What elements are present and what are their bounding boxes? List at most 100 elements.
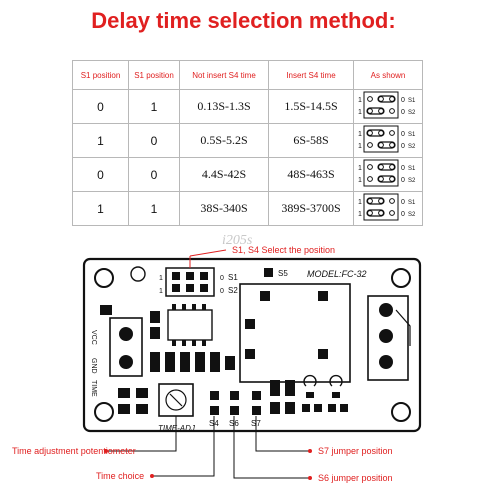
annotation-line xyxy=(106,416,177,452)
ic-pin xyxy=(202,340,206,346)
jumper-label-one: 1 xyxy=(358,109,362,116)
led-icon xyxy=(130,266,146,282)
label-s2: S2 xyxy=(228,286,238,295)
time-no-s4-cell: 0.5S-5.2S xyxy=(179,123,269,158)
smd-part xyxy=(340,404,348,412)
board-model: MODEL:FC-32 xyxy=(307,269,367,279)
jumper-pin xyxy=(389,108,395,114)
led-icon xyxy=(329,374,343,387)
annotation-time-choice: Time choice xyxy=(96,471,144,481)
label-zero: 0 xyxy=(220,288,224,295)
jumper-label-zero: 0 xyxy=(401,109,405,116)
ic-pin xyxy=(172,340,176,346)
annotation-select-position: S1, S4 Select the position xyxy=(232,245,335,255)
terminal-screw xyxy=(379,303,393,317)
smd-part xyxy=(210,352,220,372)
s2-cell: 0 xyxy=(128,123,180,158)
jumper-pin xyxy=(378,176,384,182)
jumper-label-one: 1 xyxy=(358,211,362,218)
smd-part xyxy=(195,352,205,372)
jumper-pin xyxy=(378,108,384,114)
annotation-dot xyxy=(150,474,154,478)
annotation-line xyxy=(233,416,310,479)
ic-pin xyxy=(192,340,196,346)
smd-part xyxy=(118,404,130,414)
jumper-block xyxy=(363,91,399,119)
smd-part xyxy=(302,404,310,412)
time-no-s4-cell: 0.13S-1.3S xyxy=(179,89,269,124)
mounting-hole xyxy=(94,268,114,288)
label-vcc: VCC xyxy=(90,330,97,345)
time-no-s4-cell: 4.4S-42S xyxy=(179,157,269,192)
smd-part xyxy=(150,352,160,372)
header-pin xyxy=(200,284,208,292)
table-header: As shown xyxy=(353,60,423,90)
jumper-pin xyxy=(389,96,395,102)
annotation-line xyxy=(255,416,310,452)
jumper-pin xyxy=(367,130,373,136)
jumper-label-s2: S2 xyxy=(408,110,416,116)
jumper-pin xyxy=(378,198,384,204)
jumper-label-zero: 0 xyxy=(401,211,405,218)
s1-cell: 0 xyxy=(72,157,129,192)
smd-part xyxy=(165,352,175,372)
mounting-hole xyxy=(391,268,411,288)
s2-cell: 1 xyxy=(128,191,180,226)
jumper-block xyxy=(363,125,399,153)
terminal-screw xyxy=(379,355,393,369)
s1-cell: 0 xyxy=(72,89,129,124)
label-s5: S5 xyxy=(278,269,288,278)
label-time: TIME xyxy=(90,380,97,397)
jumper-pin xyxy=(378,96,384,102)
smd-part xyxy=(270,380,280,396)
jumper-label-one: 1 xyxy=(358,199,362,206)
label-one: 1 xyxy=(159,275,163,282)
header-pin xyxy=(186,284,194,292)
ic-pin xyxy=(172,304,176,310)
relay-pin xyxy=(245,349,255,359)
s6-pad xyxy=(230,406,239,415)
jumper-cap xyxy=(377,141,396,149)
ic-pin xyxy=(202,304,206,310)
annotation-dot xyxy=(308,449,312,453)
relay-pin xyxy=(318,291,328,301)
smd-part xyxy=(306,392,314,398)
jumper-label-zero: 0 xyxy=(401,131,405,138)
s1-cell: 1 xyxy=(72,191,129,226)
annotation-s7: S7 jumper position xyxy=(318,446,393,456)
s4-pad xyxy=(210,391,219,400)
smd-part xyxy=(118,388,130,398)
jumper-pin xyxy=(389,176,395,182)
jumper-label-s1: S1 xyxy=(408,98,416,104)
jumper-pin xyxy=(367,96,373,102)
jumper-label-zero: 0 xyxy=(401,199,405,206)
terminal-screw xyxy=(119,327,133,341)
annotation-s6: S6 jumper position xyxy=(318,473,393,483)
jumper-label-s2: S2 xyxy=(408,178,416,184)
led-icon xyxy=(303,374,317,387)
jumper-cap xyxy=(377,95,396,103)
s4-pad xyxy=(210,406,219,415)
s5-pad xyxy=(264,268,273,277)
time-s4-cell: 1.5S-14.5S xyxy=(268,89,354,124)
smd-part xyxy=(314,404,322,412)
smd-part xyxy=(150,327,160,339)
relay-pin xyxy=(245,319,255,329)
jumper-pin xyxy=(378,164,384,170)
jumper-cap xyxy=(366,209,385,217)
header-pin xyxy=(186,272,194,280)
table-header: S1 position xyxy=(72,60,129,90)
header-pin xyxy=(200,272,208,280)
relay-pin xyxy=(318,349,328,359)
jumper-label-one: 1 xyxy=(358,143,362,150)
smd-part xyxy=(150,311,160,323)
potentiometer-slot xyxy=(169,393,183,407)
jumper-label-one: 1 xyxy=(358,165,362,172)
jumper-pin xyxy=(378,130,384,136)
